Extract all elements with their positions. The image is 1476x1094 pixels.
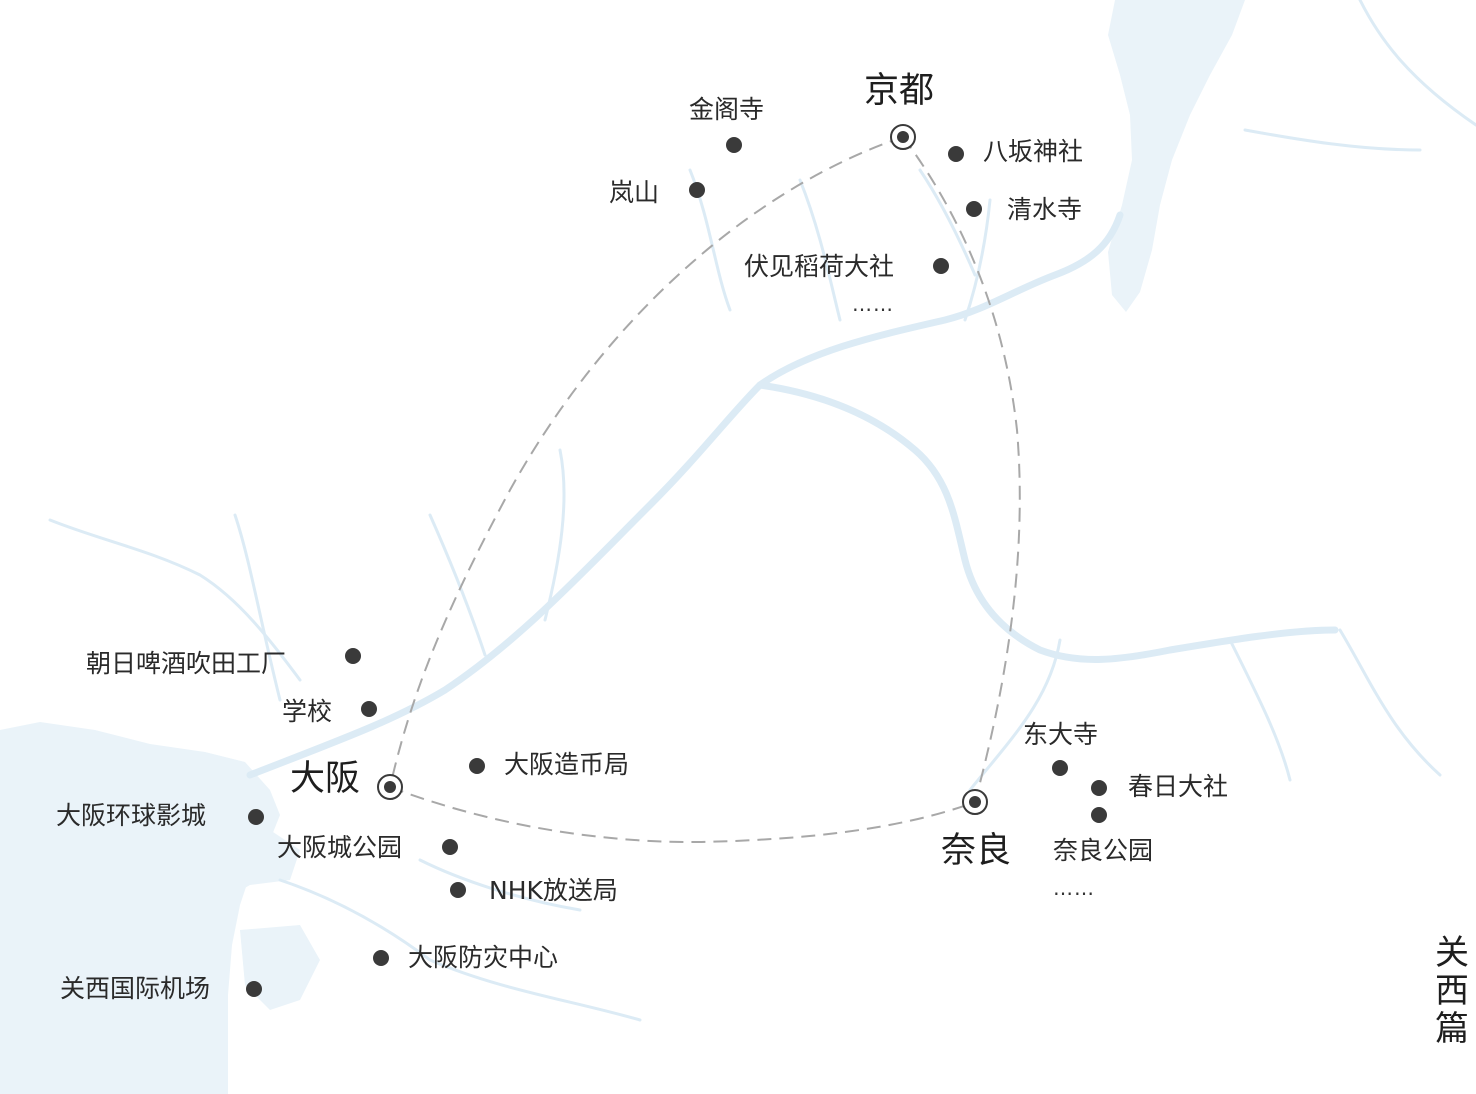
osaka-marker-icon[interactable] bbox=[377, 774, 403, 800]
route-kyoto-osaka bbox=[389, 136, 904, 788]
harbor-piers bbox=[195, 830, 300, 905]
spot-dot-nhk[interactable] bbox=[450, 882, 466, 898]
osaka-bay bbox=[0, 722, 280, 1094]
kyoto-marker-icon[interactable] bbox=[890, 124, 916, 150]
route-lines bbox=[389, 136, 1021, 844]
page-title: 关西篇 bbox=[1435, 933, 1469, 1049]
spot-label-nhk: NHK放送局 bbox=[489, 876, 618, 905]
spot-dot-school[interactable] bbox=[361, 701, 377, 717]
spot-label-osaka-mint: 大阪造币局 bbox=[504, 750, 630, 779]
city-label-kyoto: 京都 bbox=[864, 71, 935, 111]
spot-label-school: 学校 bbox=[282, 697, 333, 726]
nara-marker-icon[interactable] bbox=[962, 789, 988, 815]
spot-label-disaster-center: 大阪防灾中心 bbox=[408, 943, 559, 972]
spot-label-todaiji: 东大寺 bbox=[1023, 720, 1099, 749]
spot-dot-universal-studios[interactable] bbox=[248, 809, 264, 825]
spot-label-kasuga-taisha: 春日大社 bbox=[1128, 772, 1229, 801]
lake-biwa bbox=[1108, 0, 1245, 312]
rivers bbox=[246, 211, 1339, 779]
kyoto-more-ellipsis: …… bbox=[852, 292, 894, 316]
spot-dot-osaka-mint[interactable] bbox=[469, 758, 485, 774]
spot-dot-fushimi-inari[interactable] bbox=[933, 258, 949, 274]
spot-dot-yasaka-shrine[interactable] bbox=[948, 146, 964, 162]
spot-label-kiyomizu: 清水寺 bbox=[1007, 195, 1083, 224]
yodo-river bbox=[246, 211, 1124, 779]
spot-label-osaka-castle-park: 大阪城公园 bbox=[277, 833, 403, 862]
spot-label-kinkakuji: 金阁寺 bbox=[689, 95, 765, 124]
spot-label-asahi-brewery: 朝日啤酒吹田工厂 bbox=[86, 649, 287, 678]
kizu-river bbox=[756, 381, 1339, 663]
spot-label-fushimi-inari: 伏见稻荷大社 bbox=[744, 252, 895, 281]
harbor-islands bbox=[240, 925, 320, 1010]
spot-label-kansai-airport: 关西国际机场 bbox=[60, 974, 211, 1003]
spot-label-nara-park: 奈良公园 bbox=[1053, 836, 1154, 865]
spot-dot-osaka-castle-park[interactable] bbox=[442, 839, 458, 855]
spot-dot-todaiji[interactable] bbox=[1052, 760, 1068, 776]
route-kyoto-nara bbox=[902, 136, 1021, 803]
spot-label-universal-studios: 大阪环球影城 bbox=[56, 801, 207, 830]
spot-dot-kansai-airport[interactable] bbox=[246, 981, 262, 997]
spot-dot-kiyomizu[interactable] bbox=[966, 201, 982, 217]
nara-more-ellipsis: …… bbox=[1053, 876, 1095, 900]
spot-dot-nara-park[interactable] bbox=[1091, 807, 1107, 823]
spot-dot-kasuga-taisha[interactable] bbox=[1091, 780, 1107, 796]
spot-dot-kinkakuji[interactable] bbox=[726, 137, 742, 153]
spot-dot-disaster-center[interactable] bbox=[373, 950, 389, 966]
route-osaka-nara bbox=[389, 786, 976, 844]
spot-label-arashiyama: 岚山 bbox=[609, 178, 660, 207]
streams bbox=[48, 0, 1476, 1022]
water-bodies bbox=[0, 0, 1245, 1094]
city-label-osaka: 大阪 bbox=[290, 759, 361, 799]
spot-dot-asahi-brewery[interactable] bbox=[345, 648, 361, 664]
spot-dot-arashiyama[interactable] bbox=[689, 182, 705, 198]
spot-label-yasaka-shrine: 八坂神社 bbox=[983, 137, 1084, 166]
city-label-nara: 奈良 bbox=[941, 831, 1012, 871]
